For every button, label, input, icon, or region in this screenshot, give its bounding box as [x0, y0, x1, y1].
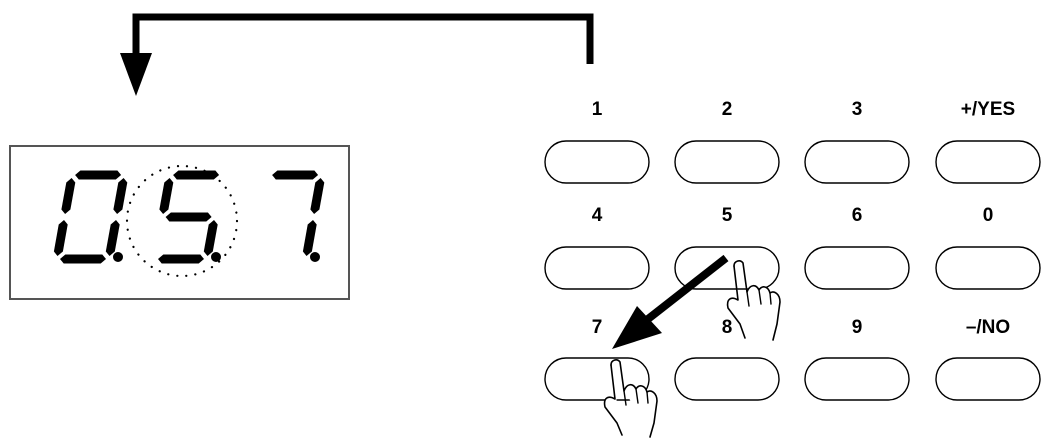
key-outline[interactable] — [675, 141, 779, 183]
led-decimal-point — [211, 252, 221, 262]
key-label: 5 — [722, 205, 733, 226]
key-outline[interactable] — [936, 358, 1040, 400]
key-label: 3 — [852, 99, 863, 120]
key-button[interactable]: 2 — [675, 99, 779, 183]
key-label: 1 — [592, 99, 603, 120]
key-button[interactable]: 1 — [545, 99, 649, 183]
led-segment — [75, 171, 121, 180]
key-label: 2 — [722, 99, 733, 120]
led-decimal-point — [113, 252, 123, 262]
led-segment — [173, 171, 219, 180]
key-outline[interactable] — [805, 141, 909, 183]
key-button[interactable]: +/YES — [936, 99, 1040, 183]
led-display — [10, 146, 349, 299]
led-decimal-point — [310, 252, 320, 262]
key-label: 0 — [983, 205, 994, 226]
key-outline[interactable] — [545, 247, 649, 289]
led-segment — [166, 213, 212, 222]
key-button[interactable]: 3 — [805, 99, 909, 183]
key-outline[interactable] — [675, 358, 779, 400]
key-button[interactable]: 8 — [675, 317, 779, 400]
key-label: 6 — [852, 205, 863, 226]
led-segment — [272, 171, 318, 180]
key-button[interactable]: 6 — [805, 205, 909, 289]
display-frame — [10, 146, 349, 299]
key-label: 7 — [592, 317, 603, 338]
key-button[interactable]: –/NO — [936, 317, 1040, 400]
led-segment — [60, 255, 106, 264]
key-button[interactable]: 0 — [936, 205, 1040, 289]
key-button[interactable]: 9 — [805, 317, 909, 400]
key-outline[interactable] — [936, 141, 1040, 183]
key-label: –/NO — [966, 317, 1010, 338]
key-outline[interactable] — [805, 247, 909, 289]
key-outline[interactable] — [545, 141, 649, 183]
keypad: 1 2 3 +/YES 4 5 6 0 7 8 9 –/NO — [545, 99, 1040, 400]
key-label: 4 — [592, 205, 603, 226]
led-segment — [158, 255, 204, 264]
key-outline[interactable] — [936, 247, 1040, 289]
key-outline[interactable] — [805, 358, 909, 400]
key-label: 8 — [722, 317, 733, 338]
key-button[interactable]: 5 — [675, 205, 779, 289]
key-label: +/YES — [961, 99, 1015, 120]
key-label: 9 — [852, 317, 863, 338]
key-button[interactable]: 4 — [545, 205, 649, 289]
bent-arrow-icon — [120, 17, 590, 96]
